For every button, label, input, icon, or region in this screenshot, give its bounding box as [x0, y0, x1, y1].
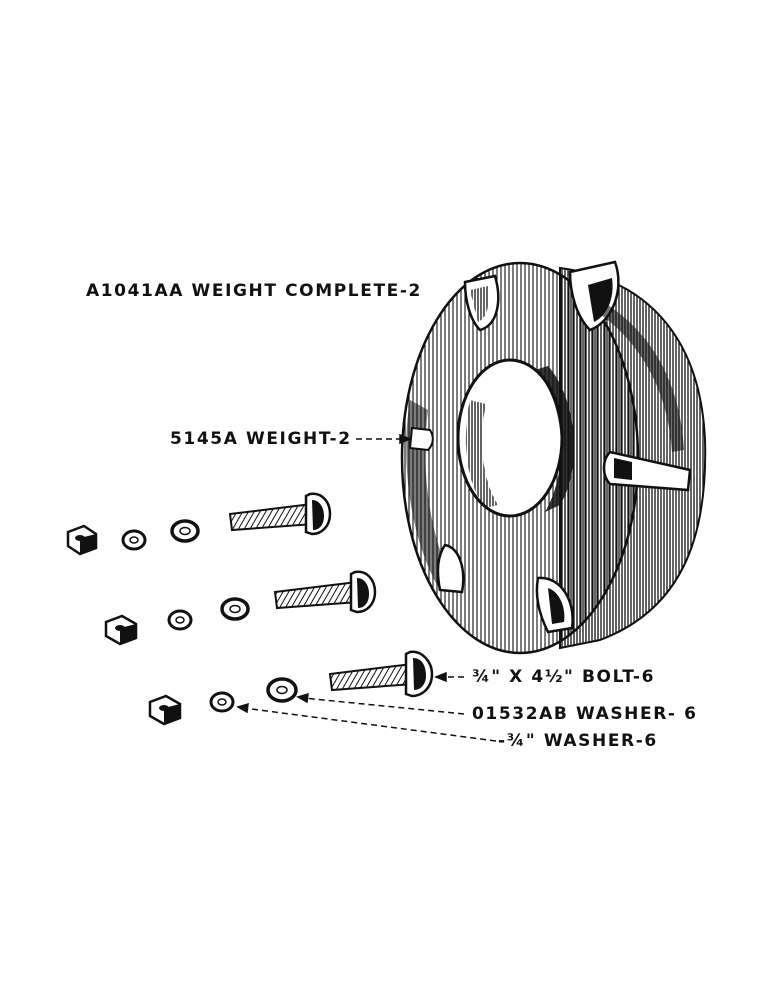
leader-washer-small — [236, 702, 497, 742]
washer-large — [220, 597, 250, 621]
bolt — [228, 492, 332, 536]
label-washer-small: -¾" WASHER-6 — [498, 731, 658, 751]
leader-weight — [356, 433, 413, 445]
bolt — [273, 570, 377, 614]
washer-large — [266, 677, 298, 703]
hex-nut — [104, 614, 138, 646]
label-washer-part: 01532AB WASHER- 6 — [472, 704, 698, 724]
label-weight: 5145A WEIGHT-2 — [170, 429, 352, 449]
washer-small — [209, 691, 235, 713]
leader-bolt — [433, 671, 464, 683]
washer-small — [121, 529, 147, 551]
leader-washer-part — [296, 692, 465, 715]
bolt — [328, 650, 434, 698]
hex-nut — [148, 694, 182, 726]
hex-nut — [66, 524, 98, 556]
wheel-weight — [400, 260, 707, 655]
washer-small — [167, 609, 193, 631]
label-bolt: ¾" X 4½" BOLT-6 — [472, 667, 656, 687]
label-weight-complete: A1041AA WEIGHT COMPLETE-2 — [86, 281, 422, 301]
washer-large — [170, 519, 200, 543]
weight-slot — [436, 543, 465, 594]
